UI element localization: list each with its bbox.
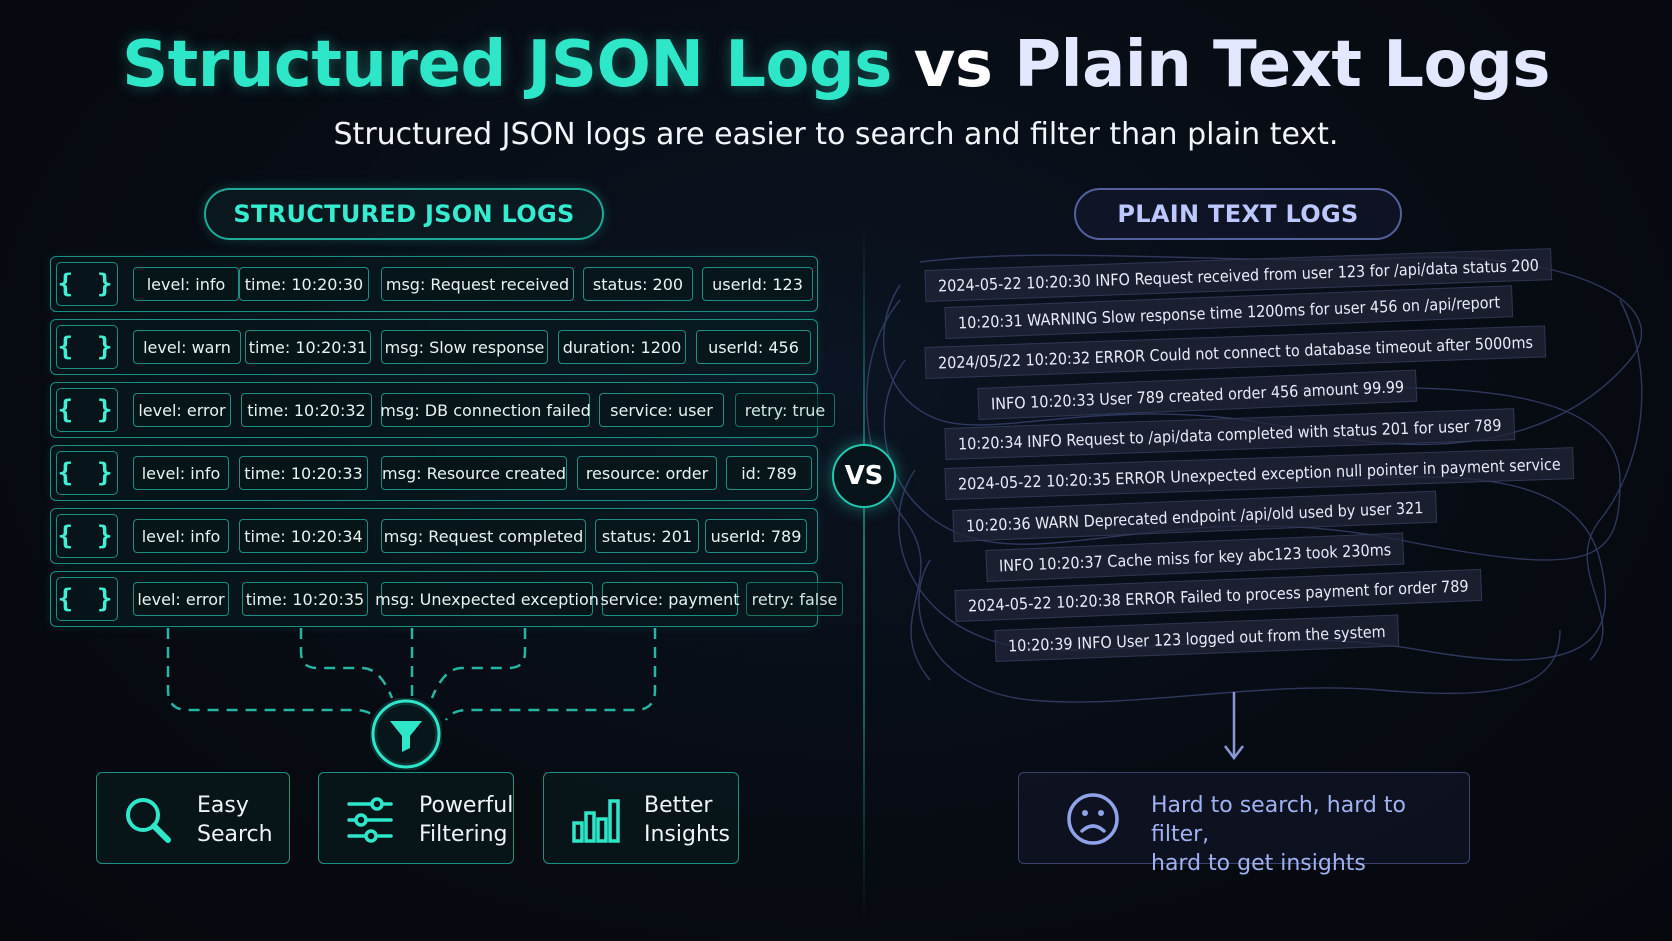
json-brace-icon: { } xyxy=(56,451,118,495)
search-icon xyxy=(126,798,171,843)
plain-section-header: PLAIN TEXT LOGS xyxy=(1074,188,1402,240)
json-log-field: msg: Unexpected exception xyxy=(375,582,599,616)
json-log-field: time: 10:20:34 xyxy=(239,519,368,553)
json-log-field: msg: DB connection failed xyxy=(380,393,591,427)
json-log-field: service: user xyxy=(599,393,724,427)
json-brace-icon: { } xyxy=(56,262,118,306)
json-log-field: status: 200 xyxy=(583,267,693,301)
json-log-field: status: 201 xyxy=(595,519,699,553)
json-log-row: { } level: info time: 10:20:33 msg: Resourc… xyxy=(50,445,818,501)
json-log-field: id: 789 xyxy=(726,456,812,490)
json-log-field: level: info xyxy=(133,267,239,301)
json-log-field: retry: false xyxy=(746,582,843,616)
sliders-icon xyxy=(347,797,393,843)
json-log-field: userId: 123 xyxy=(702,267,813,301)
json-log-field: userId: 456 xyxy=(696,330,811,364)
page-title: Structured JSON Logs vs Plain Text Logs xyxy=(0,28,1672,102)
page-subtitle: Structured JSON logs are easier to searc… xyxy=(333,117,1339,152)
title-vs: vs xyxy=(913,28,993,102)
outcome-label: Hard to search, hard to filter,hard to g… xyxy=(1151,793,1406,876)
json-log-field: level: warn xyxy=(133,330,241,364)
json-log-field: time: 10:20:35 xyxy=(242,582,368,616)
title-json: Structured JSON Logs xyxy=(122,28,892,102)
center-divider xyxy=(863,220,865,920)
json-log-field: level: error xyxy=(133,393,231,427)
json-log-field: time: 10:20:32 xyxy=(241,393,372,427)
bar-chart-icon xyxy=(572,799,620,843)
json-log-field: service: payment xyxy=(600,582,740,616)
json-log-field: level: error xyxy=(133,582,229,616)
json-log-field: msg: Resource created xyxy=(381,456,567,490)
json-log-field: time: 10:20:31 xyxy=(245,330,371,364)
title-plain: Plain Text Logs xyxy=(1014,28,1550,102)
json-log-field: retry: true xyxy=(735,393,835,427)
json-log-field: duration: 1200 xyxy=(558,330,686,364)
funnel-filter-node xyxy=(369,697,443,771)
json-brace-icon: { } xyxy=(56,514,118,558)
funnel-icon xyxy=(369,697,443,771)
json-section-header: STRUCTURED JSON LOGS xyxy=(204,188,604,240)
sad-face-icon xyxy=(1067,793,1119,845)
vs-badge: VS xyxy=(832,444,896,508)
json-log-field: userId: 789 xyxy=(705,519,807,553)
json-log-field: time: 10:20:30 xyxy=(239,267,369,301)
json-log-field: level: info xyxy=(133,456,229,490)
json-log-field: msg: Request received xyxy=(381,267,574,301)
json-log-field: level: info xyxy=(133,519,229,553)
json-log-field: resource: order xyxy=(577,456,717,490)
json-log-field: time: 10:20:33 xyxy=(239,456,368,490)
json-brace-icon: { } xyxy=(56,577,118,621)
json-brace-icon: { } xyxy=(56,325,118,369)
json-brace-icon: { } xyxy=(56,388,118,432)
json-log-row: { } level: info time: 10:20:34 msg: Request… xyxy=(50,508,818,564)
outcome-box: Hard to search, hard to filter,hard to g… xyxy=(1018,772,1470,876)
json-log-field: msg: Request completed xyxy=(381,519,586,553)
json-log-field: msg: Slow response xyxy=(381,330,548,364)
arrow-down-icon xyxy=(1224,692,1244,761)
